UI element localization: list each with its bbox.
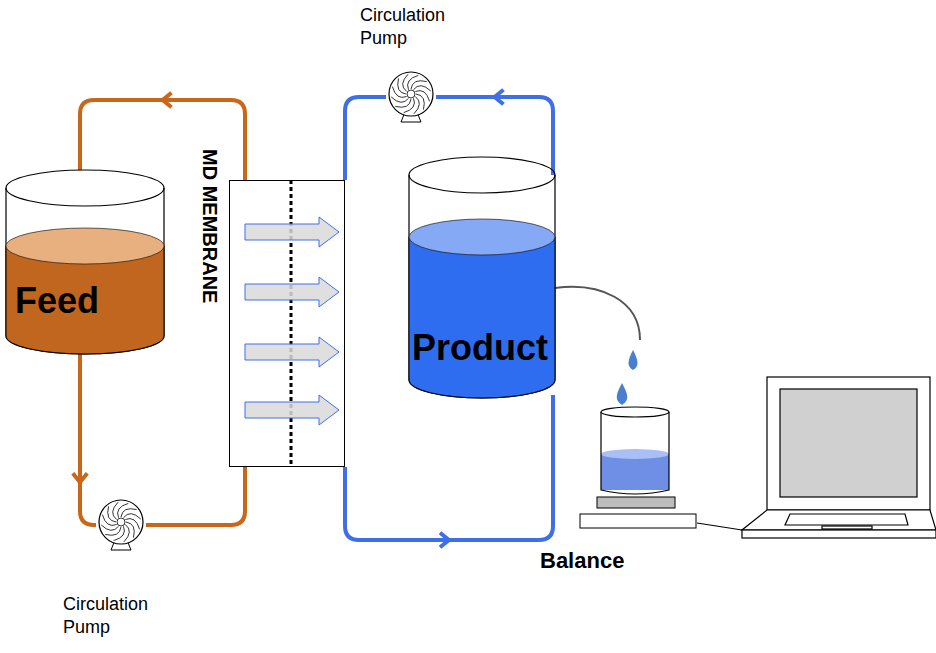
data-cable xyxy=(697,523,742,530)
laptop xyxy=(742,377,936,538)
water-drop xyxy=(628,350,637,370)
tank-outline xyxy=(5,168,165,356)
balance-scale xyxy=(530,495,700,535)
flow-loop xyxy=(345,97,386,180)
balance: Balance xyxy=(530,495,700,580)
pump-symbol xyxy=(386,70,436,124)
product-tank: Product xyxy=(408,155,556,400)
vertical-label-holder: MD MEMBRANE xyxy=(194,149,224,409)
tank-label: Product xyxy=(412,327,548,369)
flow-loop xyxy=(146,467,245,525)
tank-label: Feed xyxy=(15,280,99,322)
feed-tank: Feed xyxy=(5,168,165,356)
membrane-flux-arrows xyxy=(229,180,345,467)
membrane-module: MD MEMBRANE xyxy=(229,180,345,467)
module-label: MD MEMBRANE xyxy=(198,149,221,303)
circulation-pump: Circulation Pump xyxy=(360,4,470,124)
balance-label: Balance xyxy=(540,548,624,574)
flow-loop xyxy=(345,395,553,547)
beaker xyxy=(601,412,669,494)
circulation-pump: Circulation Pump xyxy=(55,498,165,648)
pump-label: Circulation Pump xyxy=(63,593,143,639)
water-drop xyxy=(617,383,628,405)
flow-loop xyxy=(73,354,96,525)
pump-symbol xyxy=(96,498,146,552)
pump-label: Circulation Pump xyxy=(360,4,440,50)
overflow-spout xyxy=(555,287,640,340)
